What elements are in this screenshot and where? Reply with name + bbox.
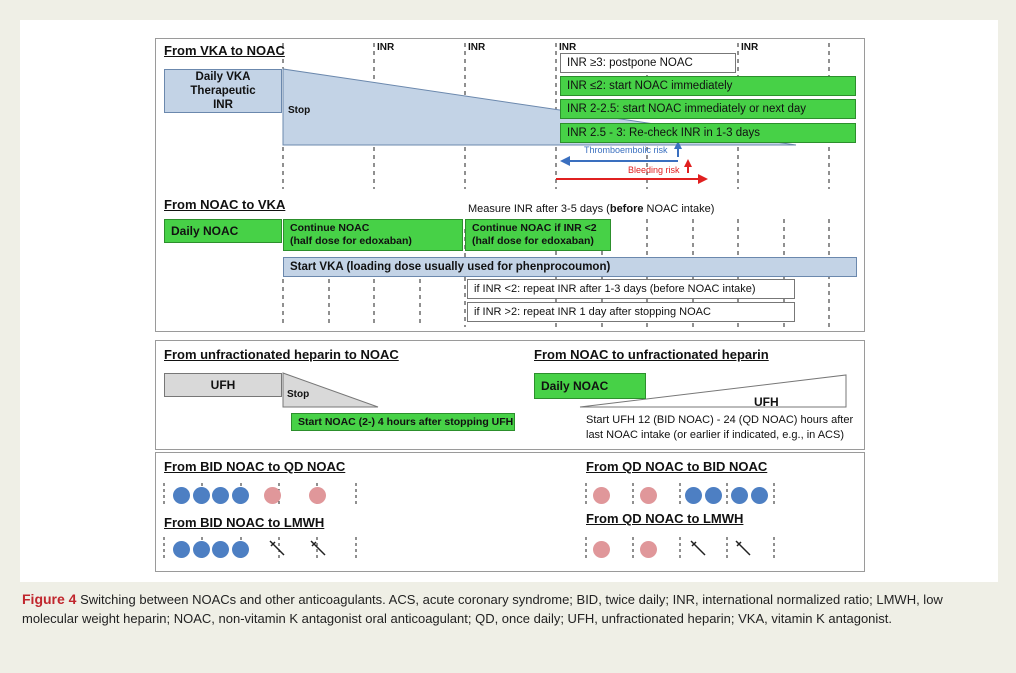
ufh-taper-wedge (282, 372, 379, 408)
dose-dot-blue (705, 487, 722, 504)
inr-next-day-box: INR 2-2.5: start NOAC immediately or nex… (560, 99, 856, 119)
qd-to-bid-title: From QD NOAC to BID NOAC (586, 459, 768, 474)
inr-marker-1: INR (377, 42, 395, 53)
caption-text: Switching between NOACs and other antico… (22, 592, 943, 626)
inr-marker-2: INR (468, 42, 486, 53)
dose-dot-pink (640, 487, 657, 504)
start-vka-bar: Start VKA (loading dose usually used for… (283, 257, 857, 277)
dose-dot-blue (173, 541, 190, 558)
ufh-right-label: UFH (754, 395, 779, 409)
inr-postpone-box: INR ≥3: postpone NOAC (560, 53, 736, 73)
dose-dot-blue (685, 487, 702, 504)
continue-noac-box: Continue NOAC(half dose for edoxaban) (283, 219, 463, 251)
inr-immediately-box: INR ≤2: start NOAC immediately (560, 76, 856, 96)
vka-to-noac-title: From VKA to NOAC (164, 43, 285, 58)
dose-dot-blue (173, 487, 190, 504)
dose-dot-pink (593, 487, 610, 504)
dose-dot-pink (309, 487, 326, 504)
dose-dot-pink (264, 487, 281, 504)
inr-marker-4: INR (741, 42, 759, 53)
start-ufh-note-2: last NOAC intake (or earlier if indicate… (586, 429, 844, 441)
daily-noac-ufh-box: Daily NOAC (534, 373, 646, 399)
panel-frequency: From BID NOAC to QD NOAC From QD NOAC to… (155, 452, 865, 572)
figure-label: Figure 4 (22, 591, 77, 607)
dose-dot-pink (640, 541, 657, 558)
figure-caption: Figure 4 Switching between NOACs and oth… (22, 590, 994, 628)
dose-dot-blue (232, 487, 249, 504)
ufh-rise-wedge (579, 374, 847, 408)
noac-to-ufh-title: From NOAC to unfractionated heparin (534, 347, 769, 362)
daily-noac-box: Daily NOAC (164, 219, 282, 243)
start-ufh-note-1: Start UFH 12 (BID NOAC) - 24 (QD NOAC) h… (586, 414, 854, 426)
noac-to-vka-title: From NOAC to VKA (164, 197, 286, 212)
ufh-stop-label: Stop (287, 389, 310, 400)
heparin-shapes (282, 372, 847, 408)
if-inr-gt2-box: if INR >2: repeat INR 1 day after stoppi… (467, 302, 795, 322)
start-noac-box: Start NOAC (2-) 4 hours after stopping U… (291, 413, 515, 431)
syringe-icon (269, 540, 285, 556)
dose-dot-pink (593, 541, 610, 558)
thromboembolic-risk-label: Thromboembolic risk (584, 145, 668, 155)
if-inr-lt2-box: if INR <2: repeat INR after 1-3 days (be… (467, 279, 795, 299)
panel-vka-noac: From VKA to NOAC INR INR INR INR Daily V… (155, 38, 865, 332)
panel-heparin: From unfractionated heparin to NOAC From… (155, 340, 865, 450)
dose-dot-blue (212, 487, 229, 504)
inr-marker-3: INR (559, 42, 577, 53)
syringe-icon (690, 540, 706, 556)
dose-dot-blue (212, 541, 229, 558)
measure-inr-note: Measure INR after 3-5 days (before NOAC … (468, 203, 715, 215)
vka-stop-label: Stop (288, 105, 311, 116)
dose-dot-blue (193, 487, 210, 504)
daily-vka-box: Daily VKA Therapeutic INR (164, 69, 282, 113)
dose-dot-blue (193, 541, 210, 558)
bleeding-risk-label: Bleeding risk (628, 165, 680, 175)
syringe-icon (310, 540, 326, 556)
dose-dot-blue (232, 541, 249, 558)
dose-dot-blue (731, 487, 748, 504)
syringe-icon (735, 540, 751, 556)
dose-dot-blue (751, 487, 768, 504)
bid-to-qd-title: From BID NOAC to QD NOAC (164, 459, 346, 474)
inr-recheck-box: INR 2.5 - 3: Re-check INR in 1-3 days (560, 123, 856, 143)
continue-noac-if-box: Continue NOAC if INR <2(half dose for ed… (465, 219, 611, 251)
qd-to-lmwh-title: From QD NOAC to LMWH (586, 511, 744, 526)
ufh-to-noac-title: From unfractionated heparin to NOAC (164, 347, 399, 362)
ufh-box: UFH (164, 373, 282, 397)
bid-to-lmwh-title: From BID NOAC to LMWH (164, 515, 325, 530)
